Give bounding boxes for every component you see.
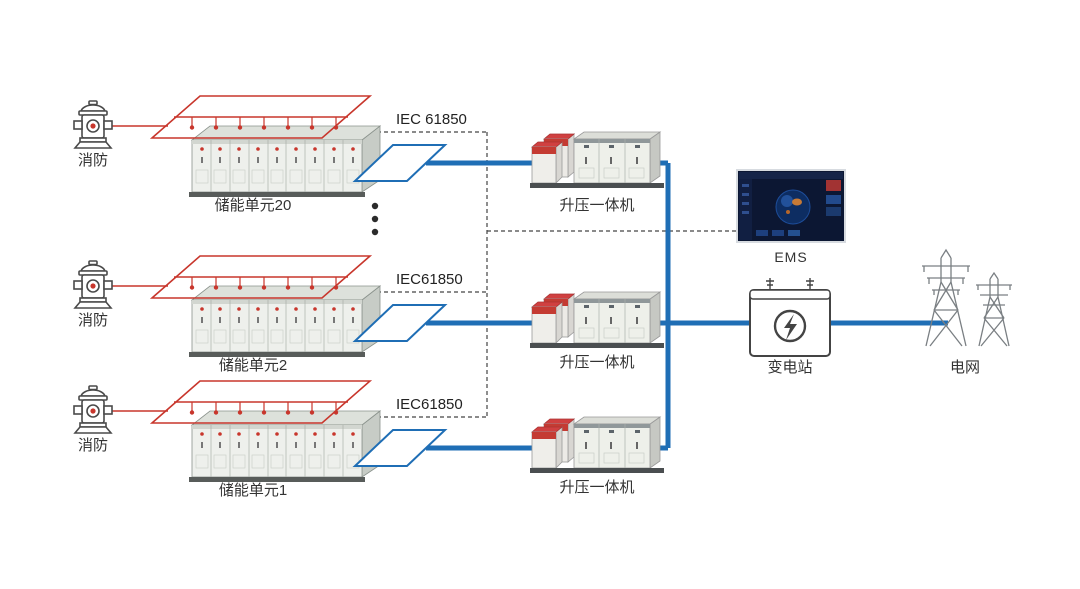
ellipsis-dots bbox=[371, 202, 379, 236]
transmission-tower-large bbox=[922, 248, 970, 347]
ems-label: EMS bbox=[774, 249, 807, 265]
iec-dashed-lines bbox=[370, 131, 737, 418]
transformer-label-1: 升压一体机 bbox=[559, 197, 634, 214]
grid-towers-icon bbox=[922, 248, 1012, 347]
fire-hydrant-icon-1 bbox=[73, 100, 113, 149]
fire-hydrant-icon-2 bbox=[73, 260, 113, 309]
storage-unit-1-label: 储能单元1 bbox=[219, 482, 287, 499]
transformer-icon-2 bbox=[529, 291, 665, 349]
protocol-label-2: IEC61850 bbox=[396, 271, 463, 288]
ems-monitor bbox=[736, 169, 846, 243]
substation-icon bbox=[749, 278, 831, 357]
storage-unit-20-label: 储能单元20 bbox=[215, 197, 292, 214]
power-bus-lines bbox=[426, 160, 948, 451]
grid-label: 电网 bbox=[950, 359, 980, 376]
substation-label: 变电站 bbox=[767, 359, 812, 376]
transformer-label-3: 升压一体机 bbox=[559, 479, 634, 496]
transformer-icon-1 bbox=[529, 131, 665, 189]
fire-label-3: 消防 bbox=[78, 437, 108, 454]
fire-label-2: 消防 bbox=[78, 312, 108, 329]
transmission-tower-small bbox=[976, 271, 1012, 347]
storage-unit-2-label: 储能单元2 bbox=[219, 357, 287, 374]
transformer-label-2: 升压一体机 bbox=[559, 354, 634, 371]
fire-hydrant-icon-3 bbox=[73, 385, 113, 434]
transformer-icon-3 bbox=[529, 416, 665, 474]
fire-label-1: 消防 bbox=[78, 152, 108, 169]
protocol-label-1: IEC 61850 bbox=[396, 111, 467, 128]
fire-supply-lines bbox=[112, 125, 168, 412]
protocol-label-3: IEC61850 bbox=[396, 396, 463, 413]
